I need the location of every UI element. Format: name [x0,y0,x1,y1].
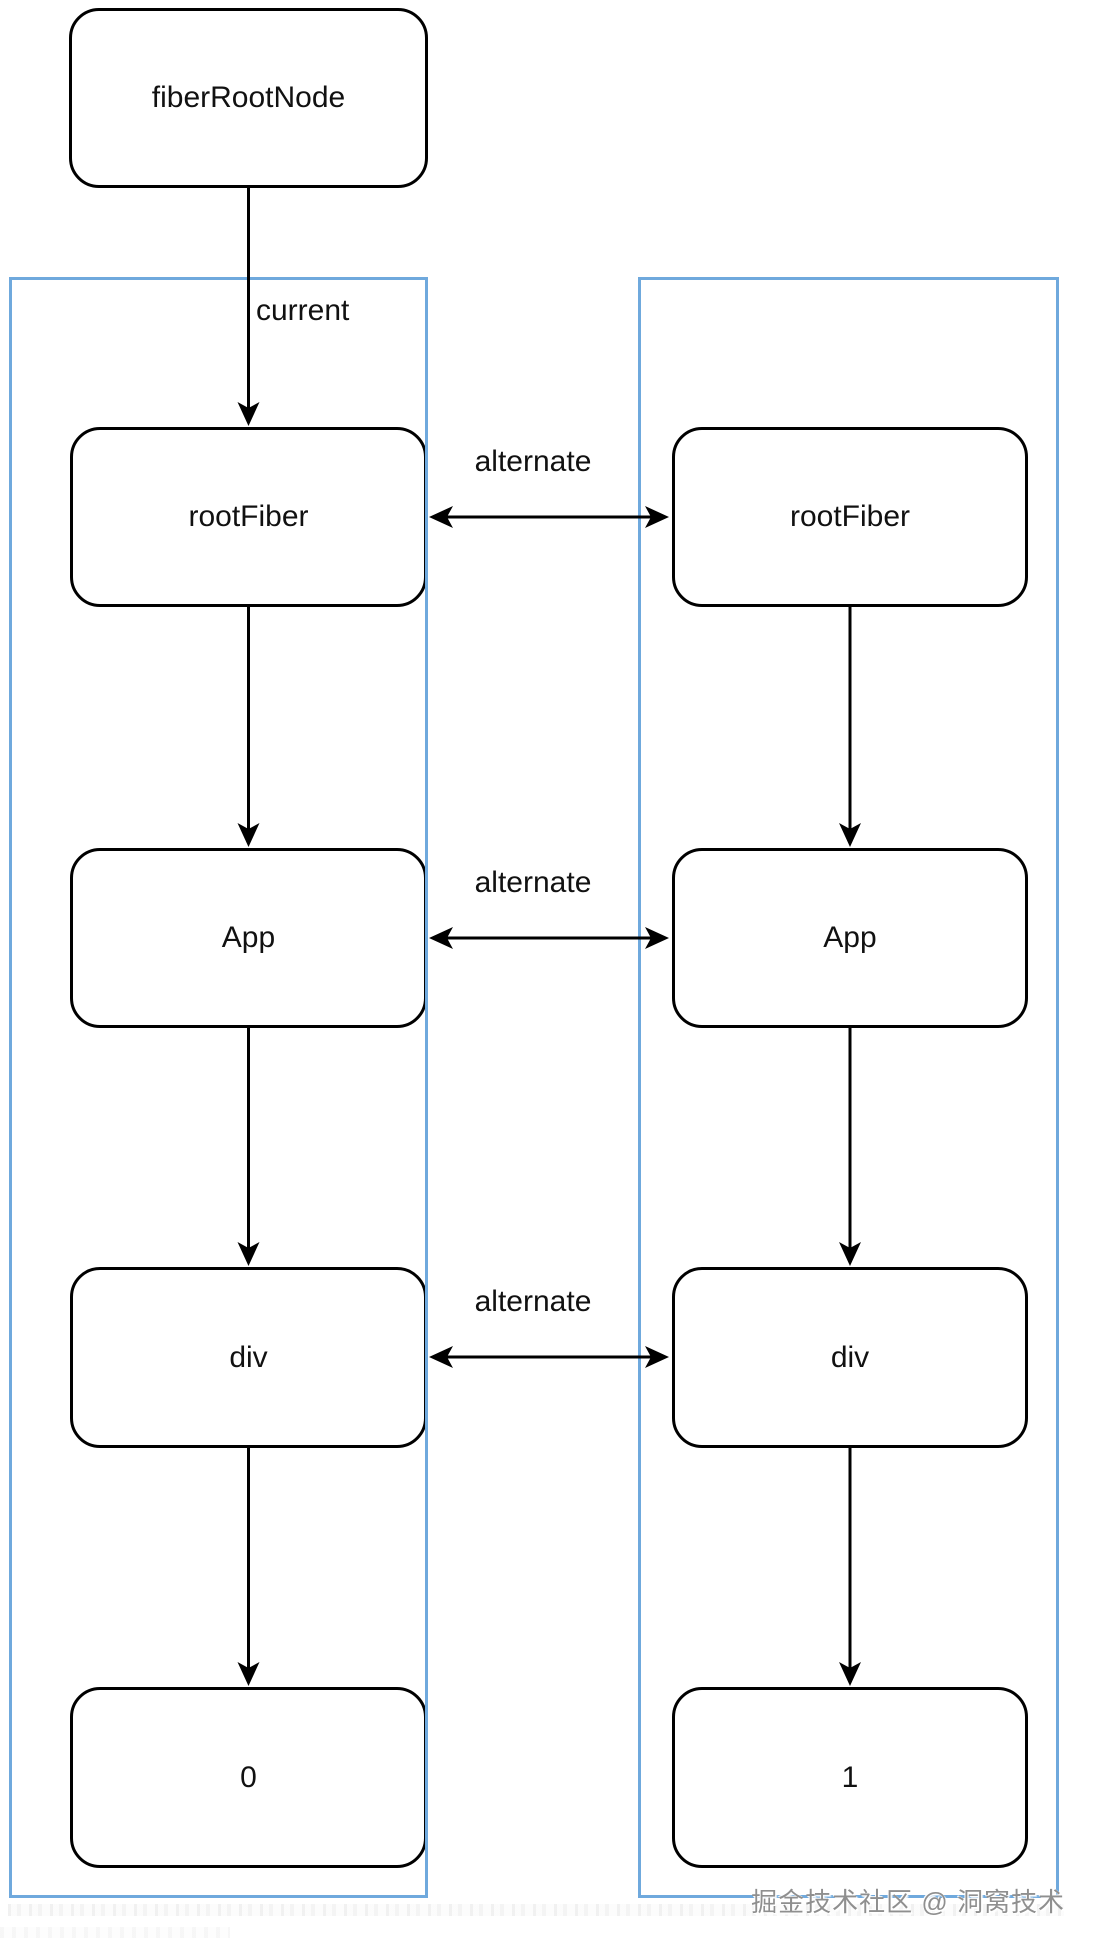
faint-watermark-strip [8,1904,1064,1916]
node-1-right: 1 [672,1687,1028,1868]
edge-app-div-right [839,1028,861,1266]
edge-div-0-left [237,1448,260,1686]
edge-label-alternate-app: alternate [474,866,592,899]
edge-alternate-rootfiber [429,506,669,528]
edge-alternate-app [429,927,669,949]
node-rootfiber-right: rootFiber [672,427,1028,607]
node-fiberrootnode: fiberRootNode [69,8,428,188]
node-app-right: App [672,848,1028,1028]
watermark-text: 掘金技术社区 @ 洞窝技术 [751,1887,1065,1917]
edge-label-alternate-div: alternate [474,1285,592,1318]
edge-label-alternate-rootfiber: alternate [474,445,592,478]
edge-app-div-left [237,1028,260,1266]
node-div-left: div [70,1267,427,1448]
node-0-left: 0 [70,1687,427,1868]
faint-watermark-strip-fragment [0,1927,230,1938]
edge-alternate-div [429,1346,669,1368]
node-div-right: div [672,1267,1028,1448]
edge-rootfiber-app-right [839,607,861,847]
node-rootfiber-left: rootFiber [70,427,427,607]
edge-label-current: current [256,294,350,327]
edge-rootfiber-app-left [237,607,260,847]
edge-div-1-right [839,1448,861,1686]
node-app-left: App [70,848,427,1028]
